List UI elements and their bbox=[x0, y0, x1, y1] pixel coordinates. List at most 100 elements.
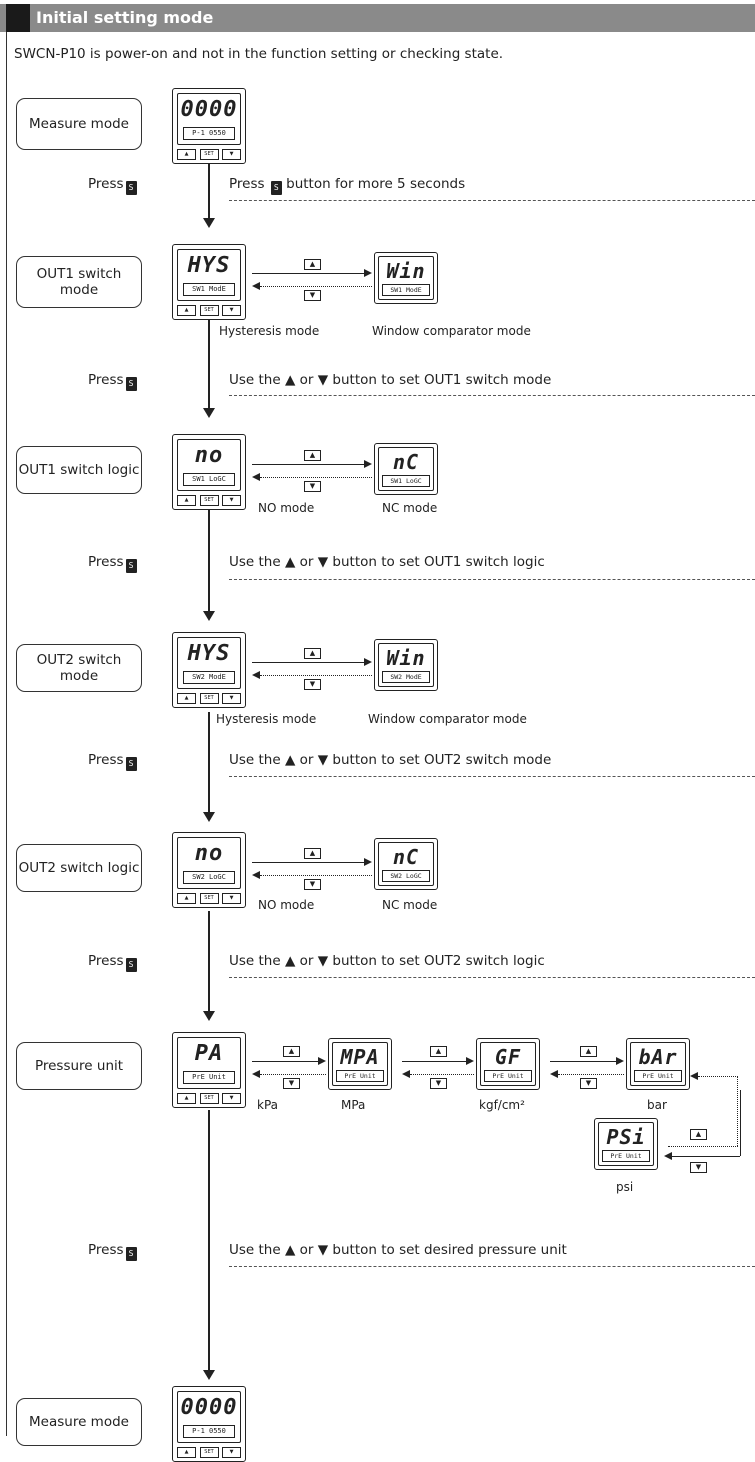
flow-line bbox=[208, 911, 210, 1011]
option-caption: NC mode bbox=[382, 898, 438, 912]
display-sub-value: SW1 ModE bbox=[183, 283, 235, 296]
set-key-icon: S bbox=[125, 559, 137, 573]
transition-line-dotted bbox=[260, 675, 372, 676]
up-button[interactable]: ▲ bbox=[177, 893, 196, 904]
flow-line bbox=[208, 509, 210, 611]
section-title: Initial setting mode bbox=[36, 8, 214, 27]
mode-box-out2-switch-logic: OUT2 switch logic bbox=[16, 844, 142, 892]
set-button[interactable]: SET bbox=[199, 305, 219, 316]
flow-line bbox=[208, 1110, 210, 1370]
up-button[interactable]: ▲ bbox=[177, 305, 196, 316]
down-button[interactable]: ▼ bbox=[222, 149, 241, 160]
display-main-value: nC bbox=[392, 450, 420, 474]
arrow-right-icon bbox=[364, 269, 372, 277]
transition-line-dotted bbox=[410, 1074, 474, 1075]
up-key-icon: ▲ bbox=[690, 1129, 707, 1140]
display-sub-value: PrE Unit bbox=[336, 1070, 384, 1082]
display-main-value: HYS bbox=[187, 253, 231, 278]
flow-line bbox=[208, 712, 210, 812]
up-button[interactable]: ▲ bbox=[177, 1447, 196, 1458]
display-sub-value: PrE Unit bbox=[484, 1070, 532, 1082]
dashed-separator bbox=[229, 776, 755, 777]
display-main-value: 0000 bbox=[180, 1395, 238, 1420]
down-button[interactable]: ▼ bbox=[222, 495, 241, 506]
display-main-value: MPA bbox=[340, 1045, 380, 1069]
up-button[interactable]: ▲ bbox=[177, 149, 196, 160]
display-main-value: Win bbox=[386, 259, 426, 283]
down-button[interactable]: ▼ bbox=[222, 693, 241, 704]
transition-line-dotted bbox=[260, 477, 372, 478]
down-key-icon: ▼ bbox=[580, 1078, 597, 1089]
display-main-value: PSi bbox=[606, 1125, 646, 1149]
set-button[interactable]: SET bbox=[199, 893, 219, 904]
mode-box-measure: Measure mode bbox=[16, 1398, 142, 1446]
up-button[interactable]: ▲ bbox=[177, 693, 196, 704]
display-main-value: no bbox=[194, 443, 224, 468]
up-key-icon: ▲ bbox=[580, 1046, 597, 1057]
display-sub-value: PrE Unit bbox=[183, 1071, 235, 1084]
option-caption: Hysteresis mode bbox=[216, 712, 317, 726]
arrow-left-icon bbox=[252, 473, 260, 481]
transition-line bbox=[252, 1061, 318, 1062]
arrow-left-icon bbox=[402, 1070, 410, 1078]
option-caption: NO mode bbox=[258, 898, 315, 912]
set-key-icon: S bbox=[125, 958, 137, 972]
title-marker bbox=[6, 4, 30, 32]
option-display: PSi PrE Unit bbox=[594, 1118, 658, 1170]
transition-line bbox=[740, 1090, 741, 1156]
display-main-value: 0000 bbox=[180, 97, 238, 122]
set-button[interactable]: SET bbox=[199, 495, 219, 506]
option-display: MPA PrE Unit bbox=[328, 1038, 392, 1090]
display-sub-value: SW2 ModE bbox=[382, 671, 430, 683]
down-button[interactable]: ▼ bbox=[222, 1093, 241, 1104]
arrow-left-icon bbox=[252, 1070, 260, 1078]
display-sub-value: P-1 0550 bbox=[183, 1425, 235, 1438]
arrow-right-icon bbox=[466, 1057, 474, 1065]
display-sub-value: PrE Unit bbox=[602, 1150, 650, 1162]
transition-line bbox=[252, 862, 364, 863]
option-display: Win SW1 ModE bbox=[374, 252, 438, 304]
flow-arrow bbox=[203, 408, 215, 418]
step-description: Use the ▲ or ▼ button to set desired pre… bbox=[229, 1242, 567, 1258]
mode-box-pressure-unit: Pressure unit bbox=[16, 1042, 142, 1090]
mode-box-out2-switch-mode: OUT2 switch mode bbox=[16, 644, 142, 692]
option-caption: Hysteresis mode bbox=[219, 324, 320, 338]
transition-line-dotted bbox=[737, 1076, 738, 1146]
left-rule bbox=[6, 4, 7, 1436]
arrow-left-icon bbox=[690, 1072, 698, 1080]
transition-line-dotted bbox=[260, 286, 372, 287]
step-description: Press S button for more 5 seconds bbox=[229, 176, 465, 195]
down-key-icon: ▼ bbox=[690, 1162, 707, 1173]
option-display: Win SW2 ModE bbox=[374, 639, 438, 691]
down-button[interactable]: ▼ bbox=[222, 893, 241, 904]
arrow-left-icon bbox=[550, 1070, 558, 1078]
down-button[interactable]: ▼ bbox=[222, 1447, 241, 1458]
option-caption: kPa bbox=[257, 1098, 278, 1112]
transition-line-dotted bbox=[260, 1074, 326, 1075]
set-button[interactable]: SET bbox=[199, 693, 219, 704]
set-button[interactable]: SET bbox=[199, 1093, 219, 1104]
up-button[interactable]: ▲ bbox=[177, 495, 196, 506]
transition-line bbox=[550, 1061, 616, 1062]
display-sub-value: PrE Unit bbox=[634, 1070, 682, 1082]
transition-line-dotted bbox=[698, 1076, 738, 1077]
down-button[interactable]: ▼ bbox=[222, 305, 241, 316]
dashed-separator bbox=[229, 200, 755, 201]
dashed-separator bbox=[229, 977, 755, 978]
display-sub-value: SW2 LoGC bbox=[382, 870, 430, 882]
set-button[interactable]: SET bbox=[199, 149, 219, 160]
option-caption: Window comparator mode bbox=[372, 324, 531, 338]
step-description: Use the ▲ or ▼ button to set OUT2 switch… bbox=[229, 752, 552, 768]
up-key-icon: ▲ bbox=[304, 648, 321, 659]
option-caption: NC mode bbox=[382, 501, 438, 515]
display-main-value: HYS bbox=[187, 641, 231, 666]
step-description: Use the ▲ or ▼ button to set OUT2 switch… bbox=[229, 953, 545, 969]
set-button[interactable]: SET bbox=[199, 1447, 219, 1458]
option-caption: NO mode bbox=[258, 501, 315, 515]
up-button[interactable]: ▲ bbox=[177, 1093, 196, 1104]
set-key-icon: S bbox=[125, 377, 137, 391]
